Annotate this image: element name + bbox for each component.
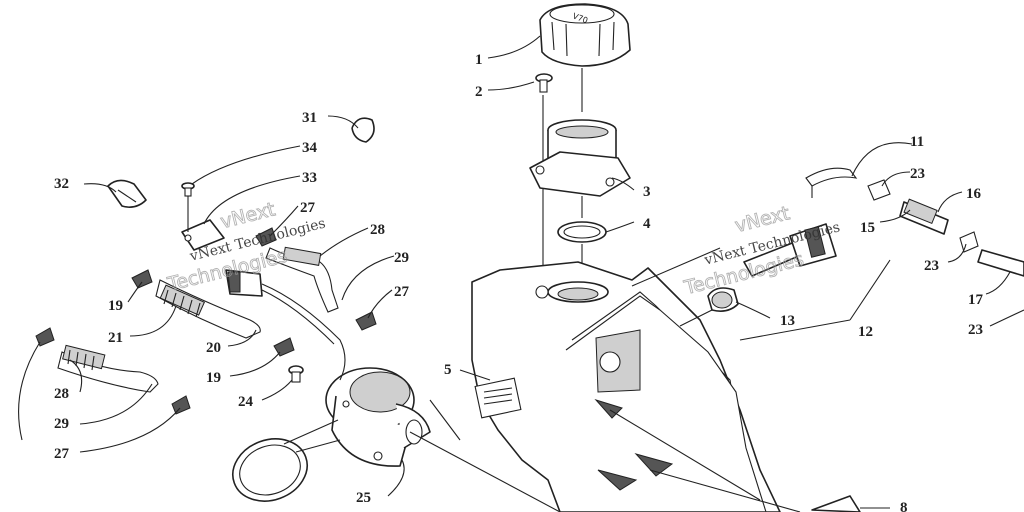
svg-text:vNext: vNext xyxy=(218,198,277,233)
screw xyxy=(535,73,553,93)
callout-5: 5 xyxy=(444,362,452,378)
callout-29-a: 29 xyxy=(394,250,409,266)
callout-32: 32 xyxy=(54,176,69,192)
callout-23-a: 23 xyxy=(910,166,925,182)
callout-16: 16 xyxy=(966,186,982,202)
fuel-cap: V70 xyxy=(539,3,631,67)
valve-assembly xyxy=(707,223,837,312)
callout-17: 17 xyxy=(968,292,984,308)
callout-28-a: 28 xyxy=(370,222,385,238)
hose-clamp xyxy=(35,227,377,415)
filler-neck xyxy=(529,119,631,197)
callout-27-c: 27 xyxy=(54,446,70,462)
callout-21: 21 xyxy=(108,330,123,346)
callout-29-b: 29 xyxy=(54,416,69,432)
callout-24: 24 xyxy=(238,394,254,410)
fuel-pump xyxy=(325,367,561,512)
callout-11: 11 xyxy=(910,134,924,150)
callout-4: 4 xyxy=(643,216,651,232)
hose-top xyxy=(265,246,339,313)
callout-34: 34 xyxy=(302,140,318,156)
electrical-connector xyxy=(225,269,346,381)
screw-34 xyxy=(181,182,195,197)
part-8 xyxy=(811,495,861,512)
callout-23-c: 23 xyxy=(968,322,983,338)
callout-27-a: 27 xyxy=(300,200,316,216)
callout-19-b: 19 xyxy=(206,370,221,386)
callout-3: 3 xyxy=(643,184,651,200)
svg-text:vNext: vNext xyxy=(733,202,792,237)
bolt xyxy=(288,365,304,383)
callout-25: 25 xyxy=(356,490,371,506)
bracket xyxy=(181,196,225,251)
hose-28 xyxy=(57,344,159,393)
hose-21 xyxy=(155,279,261,339)
callout-12: 12 xyxy=(858,324,873,340)
callout-28-b: 28 xyxy=(54,386,69,402)
callout-15: 15 xyxy=(860,220,875,236)
leader-lines xyxy=(18,35,1024,509)
callout-33: 33 xyxy=(302,170,317,186)
callout-2: 2 xyxy=(475,84,483,100)
callout-23-b: 23 xyxy=(924,258,939,274)
callout-labels: 1 2 3 4 5 8 11 12 13 15 16 17 19 19 20 2… xyxy=(54,52,984,512)
callout-8: 8 xyxy=(900,500,908,512)
callout-1: 1 xyxy=(475,52,483,68)
callout-20: 20 xyxy=(206,340,221,356)
clip xyxy=(107,179,147,208)
callout-27-b: 27 xyxy=(394,284,410,300)
callout-31: 31 xyxy=(302,110,317,126)
callout-19-a: 19 xyxy=(108,298,123,314)
snap-ring xyxy=(351,117,375,143)
fuel-tank xyxy=(471,261,801,512)
vent-hose xyxy=(805,167,1024,277)
callout-13: 13 xyxy=(780,313,795,329)
